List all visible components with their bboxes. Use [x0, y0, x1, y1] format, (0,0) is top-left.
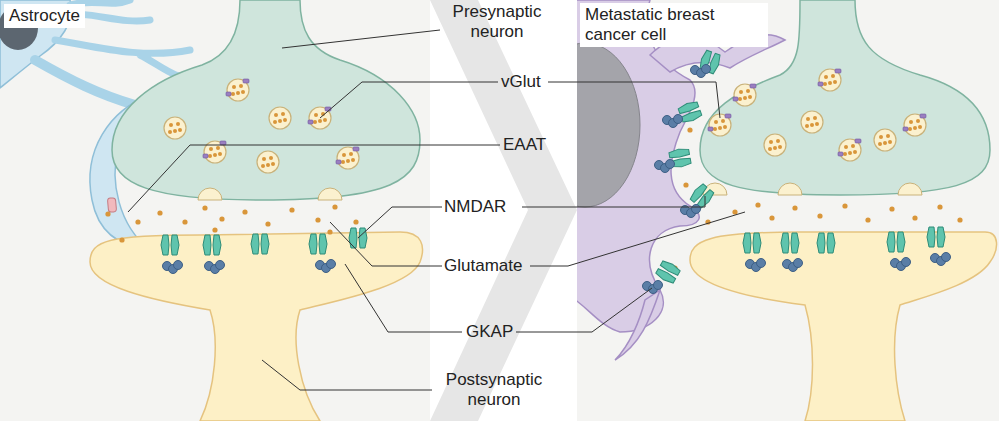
- leader-line: [358, 207, 442, 238]
- glutamate-dots: [672, 127, 962, 270]
- label-text: Metastatic breast cancer cell: [580, 3, 768, 47]
- leader-line: [330, 222, 442, 266]
- nmdar-symbol: [203, 235, 221, 255]
- label-text: EAAT: [503, 135, 546, 155]
- transition-chevron: [430, 0, 577, 421]
- fusing-vesicle: [703, 183, 922, 195]
- label-text: Postsynaptic neuron: [434, 370, 554, 410]
- leader-line: [548, 82, 720, 118]
- vesicle: [203, 141, 226, 163]
- nmdar-symbol: [887, 232, 905, 252]
- vesicle: [818, 69, 841, 91]
- fusing-vesicle: [198, 188, 342, 200]
- label-text: Astrocyte: [4, 4, 85, 28]
- gkap-symbol: [691, 65, 711, 78]
- presynaptic-terminal: [112, 0, 420, 200]
- vesicle: [336, 147, 359, 169]
- gkap-symbol: [681, 205, 701, 218]
- vesicle: [269, 107, 291, 129]
- vesicle: [874, 129, 896, 151]
- gkap-symbol: [931, 253, 951, 266]
- gkap-symbol: [663, 115, 683, 128]
- leader-line: [320, 82, 498, 118]
- vesicle: [801, 111, 823, 133]
- vesicle: [257, 151, 279, 173]
- vesicle: [308, 107, 331, 129]
- gkap-symbol: [316, 260, 336, 273]
- nmdar-symbol: [817, 233, 835, 253]
- nmdar-symbol: [781, 233, 799, 253]
- label-text: NMDAR: [444, 197, 506, 217]
- left-synapse: [0, 0, 423, 421]
- gkap-symbol: [783, 259, 803, 272]
- eaat-symbol: [107, 198, 116, 213]
- astrocyte-process: [35, 60, 135, 105]
- leader-line: [516, 288, 652, 332]
- nmdar-symbol: [743, 233, 761, 253]
- postsynaptic-spine: [90, 232, 423, 421]
- label-text: Glutamate: [444, 256, 522, 276]
- leader-line: [262, 360, 432, 390]
- gkap-symbol: [643, 281, 663, 294]
- postsynaptic-spine: [690, 232, 997, 421]
- vesicle: [226, 79, 249, 101]
- cancer-cell-nucleus: [577, 43, 640, 207]
- gkap-symbol: [891, 258, 911, 271]
- cancer-cell-process: [615, 290, 660, 360]
- leader-line: [522, 196, 705, 207]
- leader-line: [282, 30, 440, 48]
- nmdar-symbol: [927, 227, 945, 247]
- leader-lines: [128, 30, 745, 390]
- gkap-symbol: [205, 261, 225, 274]
- left-panel: [0, 0, 430, 421]
- nmdar-symbol: [309, 234, 327, 254]
- gkap-symbol: [163, 261, 183, 274]
- vesicle: [164, 117, 186, 139]
- label-text: vGlut: [501, 72, 541, 92]
- right-synapse: [577, 0, 997, 421]
- vesicle: [903, 114, 926, 136]
- leader-line: [530, 212, 745, 266]
- vesicle: [733, 84, 756, 106]
- nmdar-symbol: [251, 234, 269, 254]
- vesicle: [764, 134, 786, 156]
- gkap-symbol: [655, 160, 675, 173]
- gkap-symbol: [746, 259, 766, 272]
- label-text: GKAP: [466, 322, 513, 342]
- vesicle: [838, 139, 861, 161]
- label-text: Presynaptic neuron: [442, 2, 552, 42]
- nmdar-symbol: [161, 235, 179, 255]
